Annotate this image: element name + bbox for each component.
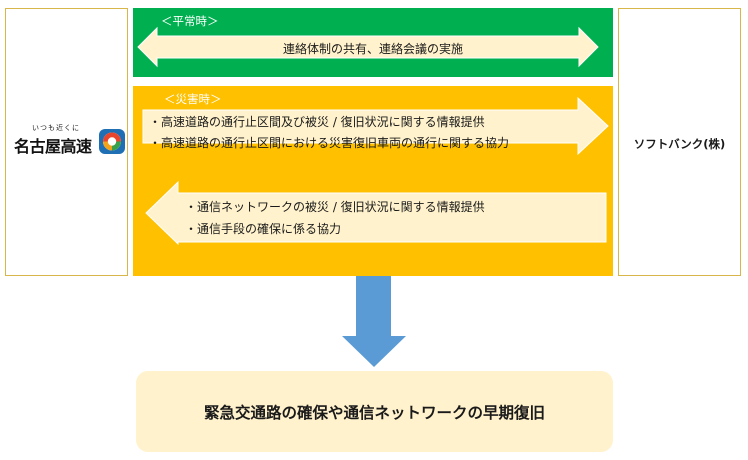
disaster-time-label: ＜災害時＞: [164, 92, 222, 106]
info-to-partner-line-1: ・高速道路の通行止区間及び被災 / 復旧状況に関する情報提供: [149, 115, 485, 129]
down-arrow: [342, 276, 406, 367]
left-arrow-shape: [145, 180, 607, 246]
disaster-time-panel: ＜災害時＞ ・高速道路の通行止区間及び被災 / 復旧状況に関する情報提供 ・高速…: [133, 86, 613, 276]
outcome-text: 緊急交通路の確保や通信ネットワークの早期復旧: [203, 404, 545, 422]
normal-time-panel: ＜平常時＞ 連絡体制の共有、連絡会議の実施: [133, 8, 613, 77]
expressway-emblem-icon: [99, 129, 125, 154]
right-organization-box: ソフトバンク(株): [618, 8, 741, 276]
left-organization-box: いつも近くに 名古屋高速: [5, 8, 128, 276]
partner-name: ソフトバンク(株): [633, 137, 726, 151]
logo-tagline: いつも近くに: [32, 124, 80, 132]
normal-time-arrow-text: 連絡体制の共有、連絡会議の実施: [282, 42, 463, 56]
right-arrow-shape: [142, 96, 609, 156]
info-to-org-line-1: ・通信ネットワークの被災 / 復旧状況に関する情報提供: [185, 200, 485, 214]
normal-time-label: ＜平常時＞: [161, 14, 219, 28]
info-to-org-line-2: ・通信手段の確保に係る協力: [185, 222, 342, 236]
nagoya-expressway-logo: いつも近くに 名古屋高速: [14, 123, 126, 165]
logo-wordmark: 名古屋高速: [14, 137, 92, 156]
outcome-box: 緊急交通路の確保や通信ネットワークの早期復旧: [136, 371, 613, 452]
double-headed-arrow: [137, 26, 599, 68]
info-to-partner-line-2: ・高速道路の通行止区間における災害復旧車両の通行に関する協力: [149, 136, 510, 150]
